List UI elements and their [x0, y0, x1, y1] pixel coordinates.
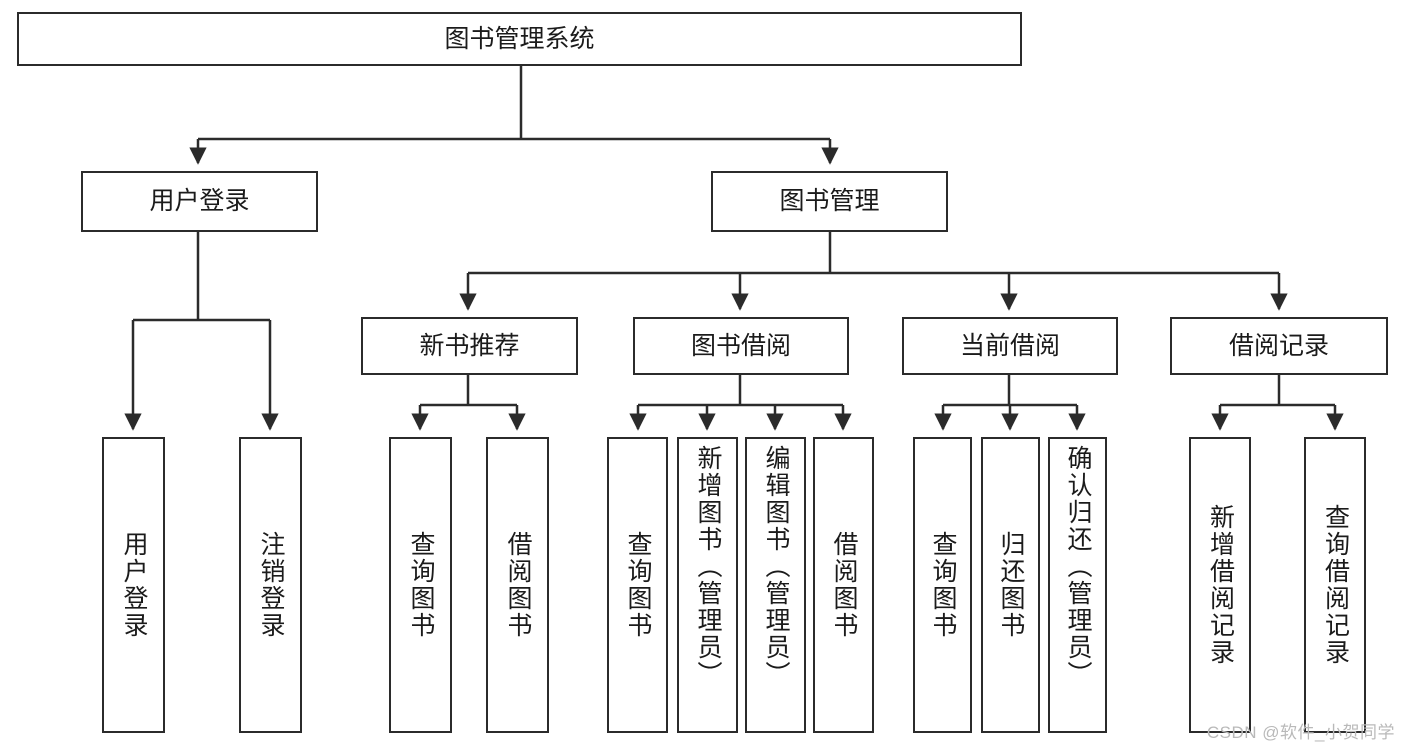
node-label: 查询图书 — [624, 531, 652, 639]
leaf-return-books[interactable]: 归还图书 — [981, 437, 1040, 733]
node-label: 编辑图书（管理员） — [762, 445, 790, 688]
node-book-management[interactable]: 图书管理 — [711, 171, 948, 232]
node-label: 图书管理 — [779, 187, 880, 215]
node-label: 新书推荐 — [419, 331, 520, 360]
node-current-borrowing[interactable]: 当前借阅 — [902, 317, 1118, 375]
node-label: 借阅图书 — [830, 531, 858, 639]
leaf-user-login[interactable]: 用户登录 — [102, 437, 165, 733]
leaf-borrow-books-recommend[interactable]: 借阅图书 — [486, 437, 549, 733]
node-label: 新增借阅记录 — [1206, 504, 1235, 666]
node-book-borrowing[interactable]: 图书借阅 — [633, 317, 849, 375]
leaf-query-books-borrowing[interactable]: 查询图书 — [607, 437, 668, 733]
node-label: 注销登录 — [257, 531, 285, 639]
node-label: 图书借阅 — [690, 331, 791, 360]
node-label: 图书管理系统 — [444, 24, 595, 53]
node-label: 借阅图书 — [504, 531, 532, 639]
leaf-query-books-current[interactable]: 查询图书 — [913, 437, 972, 733]
node-label: 查询图书 — [407, 531, 435, 639]
node-label: 查询图书 — [929, 531, 957, 639]
leaf-edit-book-admin[interactable]: 编辑图书（管理员） — [745, 437, 806, 733]
leaf-borrow-books-borrowing[interactable]: 借阅图书 — [813, 437, 874, 733]
node-label: 用户登录 — [120, 531, 148, 639]
leaf-query-borrow-record[interactable]: 查询借阅记录 — [1304, 437, 1366, 733]
watermark: CSDN @软件_小贺同学 — [1206, 723, 1395, 742]
leaf-logout[interactable]: 注销登录 — [239, 437, 302, 733]
node-borrow-records[interactable]: 借阅记录 — [1170, 317, 1388, 375]
leaf-add-book-admin[interactable]: 新增图书（管理员） — [677, 437, 738, 733]
leaf-query-books-recommend[interactable]: 查询图书 — [389, 437, 452, 733]
node-label: 新增图书（管理员） — [694, 445, 722, 688]
leaf-add-borrow-record[interactable]: 新增借阅记录 — [1189, 437, 1251, 733]
node-label: 归还图书 — [997, 531, 1025, 639]
node-label: 当前借阅 — [959, 331, 1060, 360]
leaf-confirm-return-admin[interactable]: 确认归还（管理员） — [1048, 437, 1107, 733]
node-user-login[interactable]: 用户登录 — [81, 171, 318, 232]
node-label: 用户登录 — [149, 187, 250, 215]
node-label: 查询借阅记录 — [1321, 504, 1350, 666]
node-label: 确认归还（管理员） — [1064, 445, 1092, 688]
node-root-system[interactable]: 图书管理系统 — [17, 12, 1022, 66]
node-label: 借阅记录 — [1228, 331, 1329, 360]
node-new-book-recommendation[interactable]: 新书推荐 — [361, 317, 578, 375]
